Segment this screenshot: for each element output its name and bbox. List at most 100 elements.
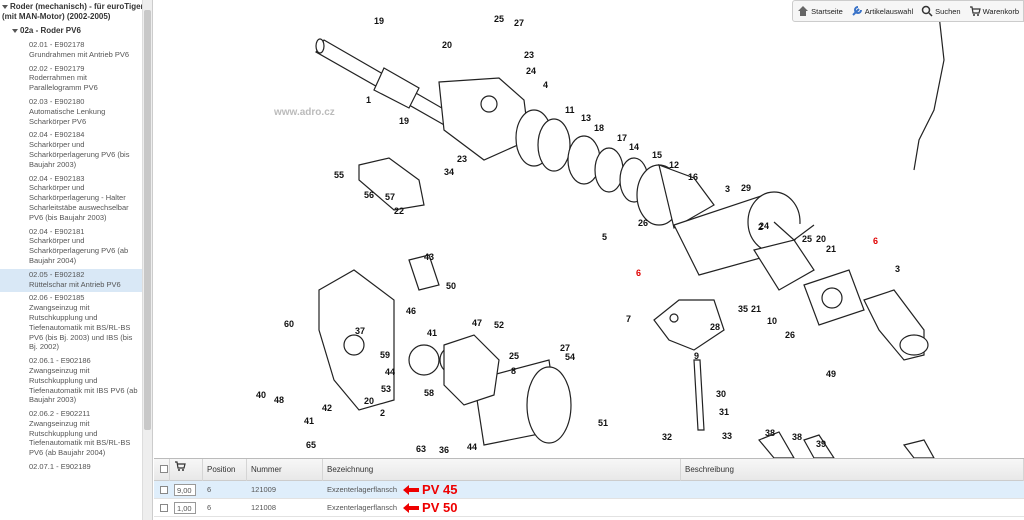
part-label[interactable]: 6	[873, 236, 878, 246]
scrollbar-thumb[interactable]	[144, 10, 151, 430]
select-all-checkbox[interactable]	[160, 465, 168, 474]
column-header-number[interactable]: Nummer	[247, 458, 323, 481]
column-header-description[interactable]: Beschreibung	[681, 458, 1024, 481]
part-label[interactable]: 46	[406, 306, 416, 316]
part-label[interactable]: 33	[722, 431, 732, 441]
part-label[interactable]: 19	[399, 116, 409, 126]
tree-sub-node[interactable]: 02a - Roder PV6	[0, 22, 152, 39]
part-label[interactable]: 36	[439, 445, 449, 455]
part-label[interactable]: 7	[626, 314, 631, 324]
part-label[interactable]: 44	[467, 442, 477, 452]
part-label[interactable]: 44	[385, 367, 395, 377]
part-label[interactable]: 2	[758, 222, 763, 232]
article-selection-button[interactable]: Artikelauswahl	[847, 1, 917, 21]
part-label[interactable]: 28	[710, 322, 720, 332]
column-header-position[interactable]: Position	[203, 458, 247, 481]
part-label[interactable]: 2	[380, 408, 385, 418]
part-label[interactable]: 51	[598, 418, 608, 428]
part-label[interactable]: 56	[364, 190, 374, 200]
part-label[interactable]: 30	[716, 389, 726, 399]
quantity-input[interactable]: 9,00	[174, 483, 196, 496]
part-label[interactable]: 39	[816, 439, 826, 449]
part-label[interactable]: 25	[494, 14, 504, 24]
part-label[interactable]: 5	[602, 232, 607, 242]
expand-triangle-icon[interactable]	[2, 4, 8, 9]
part-label[interactable]: 20	[364, 396, 374, 406]
part-label[interactable]: 27	[560, 343, 570, 353]
part-label[interactable]: 9	[694, 351, 699, 361]
part-label[interactable]: 47	[472, 318, 482, 328]
part-label[interactable]: 29	[741, 183, 751, 193]
row-checkbox[interactable]	[160, 486, 168, 494]
row-checkbox[interactable]	[160, 504, 168, 512]
part-label[interactable]: 1	[366, 95, 371, 105]
quantity-input[interactable]: 1,00	[174, 501, 196, 514]
part-label[interactable]: 54	[565, 352, 575, 362]
part-label[interactable]: 19	[374, 16, 384, 26]
sidebar-scrollbar[interactable]	[142, 0, 152, 520]
part-label[interactable]: 26	[638, 218, 648, 228]
part-label[interactable]: 11	[565, 105, 575, 115]
part-label[interactable]: 38	[765, 428, 775, 438]
part-label[interactable]: 50	[446, 281, 456, 291]
table-row[interactable]: 9,00 6 121009 Exzenterlagerflansch PV 45	[154, 481, 1024, 499]
part-label[interactable]: 14	[629, 142, 639, 152]
part-label[interactable]: 65	[306, 440, 316, 450]
part-label[interactable]: 53	[381, 384, 391, 394]
part-label[interactable]: 12	[669, 160, 679, 170]
part-label[interactable]: 22	[394, 206, 404, 216]
part-label[interactable]: 16	[688, 172, 698, 182]
part-label[interactable]: 20	[816, 234, 826, 244]
part-label[interactable]: 37	[355, 326, 365, 336]
part-label[interactable]: 55	[334, 170, 344, 180]
sidebar-item[interactable]: 02.07.1 - E902189	[0, 461, 152, 475]
expand-triangle-icon[interactable]	[12, 28, 18, 33]
part-label[interactable]: 18	[594, 123, 604, 133]
part-label[interactable]: 8	[511, 366, 516, 376]
part-label[interactable]: 52	[494, 320, 504, 330]
part-label[interactable]: 15	[652, 150, 662, 160]
part-label[interactable]: 49	[826, 369, 836, 379]
part-label[interactable]: 10	[767, 316, 777, 326]
part-label[interactable]: 63	[416, 444, 426, 454]
part-label[interactable]: 13	[581, 113, 591, 123]
part-label[interactable]: 60	[284, 319, 294, 329]
column-header-name[interactable]: Bezeichnung	[323, 458, 681, 481]
part-label[interactable]: 27	[514, 18, 524, 28]
table-row[interactable]: 1,00 6 121008 Exzenterlagerflansch PV 50	[154, 499, 1024, 517]
part-label[interactable]: 42	[322, 403, 332, 413]
part-label[interactable]: 25	[802, 234, 812, 244]
part-label[interactable]: 23	[457, 154, 467, 164]
part-label[interactable]: 3	[725, 184, 730, 194]
part-label[interactable]: 24	[526, 66, 536, 76]
part-label[interactable]: 38	[792, 432, 802, 442]
part-label[interactable]: 31	[719, 407, 729, 417]
part-label[interactable]: 41	[427, 328, 437, 338]
part-label[interactable]: 34	[444, 167, 454, 177]
part-label[interactable]: 59	[380, 350, 390, 360]
part-label[interactable]: 3	[895, 264, 900, 274]
part-label[interactable]: 32	[662, 432, 672, 442]
part-label[interactable]: 21	[826, 244, 836, 254]
part-label[interactable]: 25	[509, 351, 519, 361]
part-label[interactable]: 35	[738, 304, 748, 314]
part-label[interactable]: 24	[759, 221, 769, 231]
part-label[interactable]: 21	[751, 304, 761, 314]
part-label[interactable]: 43	[424, 252, 434, 262]
part-label[interactable]: 17	[617, 133, 627, 143]
part-label[interactable]: 23	[524, 50, 534, 60]
part-label[interactable]: 4	[543, 80, 548, 90]
cart-button[interactable]: Warenkorb	[965, 1, 1023, 21]
part-label[interactable]: 40	[256, 390, 266, 400]
part-label[interactable]: 6	[636, 268, 641, 278]
